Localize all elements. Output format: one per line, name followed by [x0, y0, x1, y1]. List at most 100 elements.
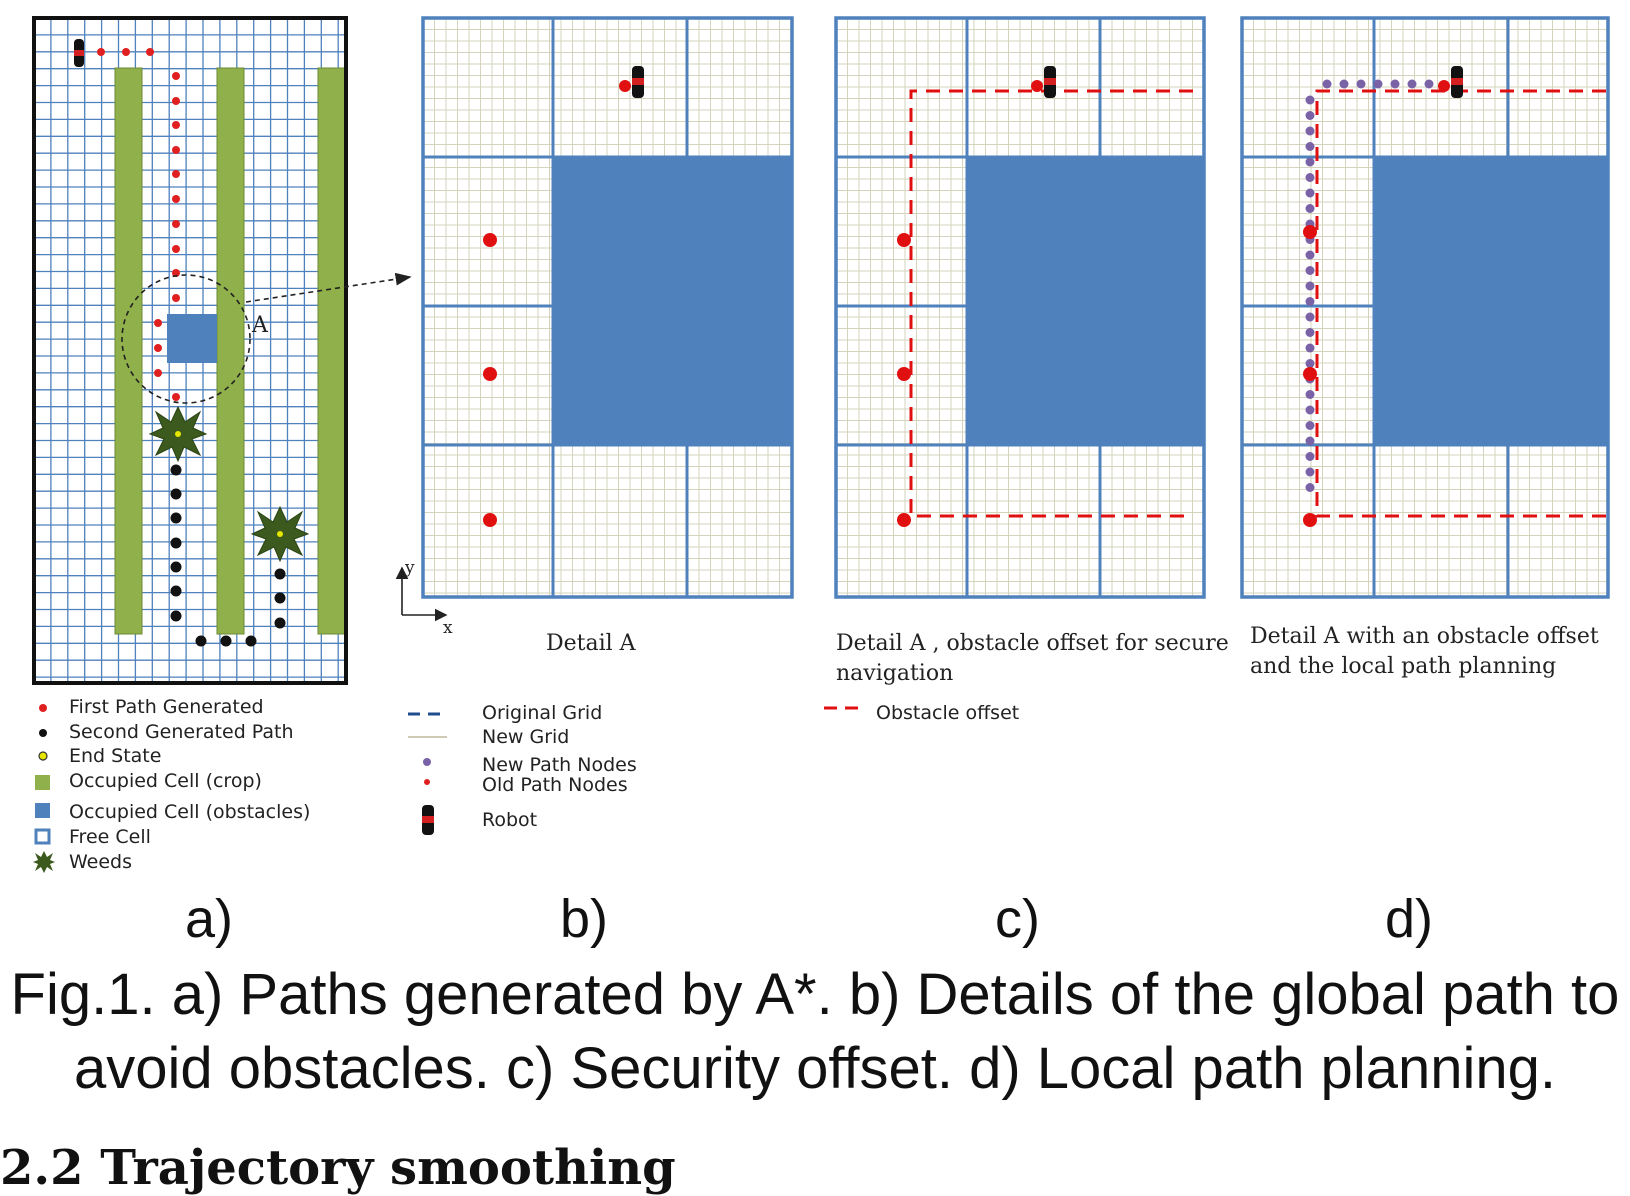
- new-path-node: [1305, 359, 1315, 368]
- new-path-node: [1305, 157, 1315, 167]
- old-path-node: [897, 367, 911, 381]
- new-path-node: [1305, 95, 1315, 105]
- new-path-node: [1305, 312, 1315, 322]
- second-path-node: [170, 537, 182, 549]
- panel-border: [421, 16, 794, 599]
- crop-row-2: [216, 67, 245, 635]
- second-path-node: [245, 635, 257, 647]
- purple-dot-icon: [423, 758, 431, 766]
- first-path-node: [146, 48, 154, 56]
- old-path-node: [1438, 80, 1450, 92]
- old-path-node: [1303, 513, 1317, 527]
- new-path-node: [1407, 79, 1417, 89]
- section-heading: 2.2 Trajectory smoothing: [0, 1140, 676, 1196]
- legend-c: Obstacle offset: [824, 702, 1019, 724]
- new-path-node: [1322, 79, 1332, 89]
- panel-d-original-grid: [1240, 16, 1610, 599]
- new-path-node: [1356, 79, 1366, 89]
- legend-a-label: End State: [69, 745, 161, 767]
- new-path-node: [1305, 328, 1315, 337]
- first-path-node: [172, 146, 180, 154]
- black-dot-icon: [39, 729, 47, 737]
- new-path-node: [1305, 421, 1315, 430]
- second-path-node: [170, 464, 182, 476]
- old-path-node: [897, 513, 911, 527]
- new-path-node: [1424, 79, 1434, 89]
- legend-a-label: Weeds: [69, 851, 132, 873]
- crop-rows: [114, 67, 346, 635]
- old-path-node: [483, 513, 497, 527]
- first-path-node: [172, 121, 180, 129]
- subfigure-letter-d: d): [1385, 889, 1434, 949]
- first-path-node: [154, 344, 162, 352]
- detail-a-arrow: [245, 272, 412, 303]
- old-path-node: [619, 80, 631, 92]
- new-path-node: [1305, 405, 1315, 415]
- axis-y-label: y: [404, 558, 415, 578]
- second-path-node: [170, 610, 182, 622]
- robot-icon: [422, 805, 434, 835]
- new-path-node: [1305, 173, 1315, 182]
- second-path-node: [274, 617, 286, 629]
- panel-a-paths: [97, 48, 286, 647]
- red-dot-icon: [424, 779, 430, 785]
- first-path-node: [172, 294, 180, 302]
- red-dot-icon: [39, 704, 47, 712]
- new-path-node: [1305, 436, 1315, 446]
- legend-b-label: Old Path Nodes: [482, 774, 628, 796]
- first-path-node: [172, 393, 180, 401]
- robot-icon: [1451, 66, 1463, 98]
- old-path-node: [1031, 80, 1043, 92]
- new-path-node: [1373, 79, 1383, 89]
- second-path-node: [220, 635, 232, 647]
- robot-icon: [632, 66, 644, 98]
- hollow-square-icon: [34, 828, 51, 845]
- legend-b-label: Original Grid: [482, 702, 602, 724]
- legend-a-label: Occupied Cell (crop): [69, 770, 262, 792]
- subfigure-letter-c: c): [995, 889, 1040, 949]
- new-path-node: [1305, 452, 1315, 461]
- panel-d-title-line1: Detail A with an obstacle offset: [1250, 624, 1599, 649]
- detail-a-label: A: [251, 313, 269, 338]
- first-path-node: [122, 48, 130, 56]
- new-path-node: [1305, 126, 1315, 136]
- panel-c-title-line2: navigation: [836, 661, 953, 686]
- old-path-node: [897, 233, 911, 247]
- obstacle-cell-a: [167, 314, 217, 363]
- xy-axes: y x: [395, 558, 453, 638]
- crop-row-3: [317, 67, 346, 635]
- panel-c-original-grid: [834, 16, 1206, 599]
- weed-icon: [250, 505, 310, 563]
- old-path-node: [1303, 225, 1317, 239]
- legend-b: Original Grid New Grid New Path Nodes Ol…: [408, 702, 637, 835]
- new-path-node: [1305, 204, 1315, 213]
- new-path-node: [1339, 79, 1349, 89]
- second-path-node: [274, 592, 286, 604]
- first-path-node: [172, 195, 180, 203]
- panel-border: [834, 16, 1206, 599]
- first-path-node: [154, 369, 162, 377]
- new-path-node: [1305, 343, 1315, 353]
- robot-icon: [74, 39, 84, 67]
- crop-row-1: [114, 67, 143, 635]
- legend-b-label: New Path Nodes: [482, 754, 637, 776]
- figure-caption: Fig.1. a) Paths generated by A*. b) Deta…: [0, 958, 1630, 1106]
- panel-border: [1240, 16, 1610, 599]
- first-path-node: [172, 72, 180, 80]
- legend-a: First Path Generated Second Generated Pa…: [33, 696, 310, 873]
- new-path-node: [1390, 79, 1400, 89]
- second-path-node: [170, 585, 182, 597]
- new-path-node: [1305, 188, 1315, 198]
- green-square-icon: [35, 775, 50, 790]
- subfigure-letter-b: b): [560, 889, 609, 949]
- second-path-node: [195, 635, 207, 647]
- new-path-node: [1305, 142, 1315, 151]
- obstacle-block-d: [1374, 157, 1608, 445]
- second-path-node: [170, 488, 182, 500]
- new-path-node: [1305, 390, 1315, 399]
- panel-a-field: A: [32, 16, 412, 685]
- figure-diagram: A Detail A y x: [32, 16, 1610, 873]
- second-path-node: [170, 512, 182, 524]
- old-path-node: [483, 367, 497, 381]
- panel-a-border: [32, 16, 348, 685]
